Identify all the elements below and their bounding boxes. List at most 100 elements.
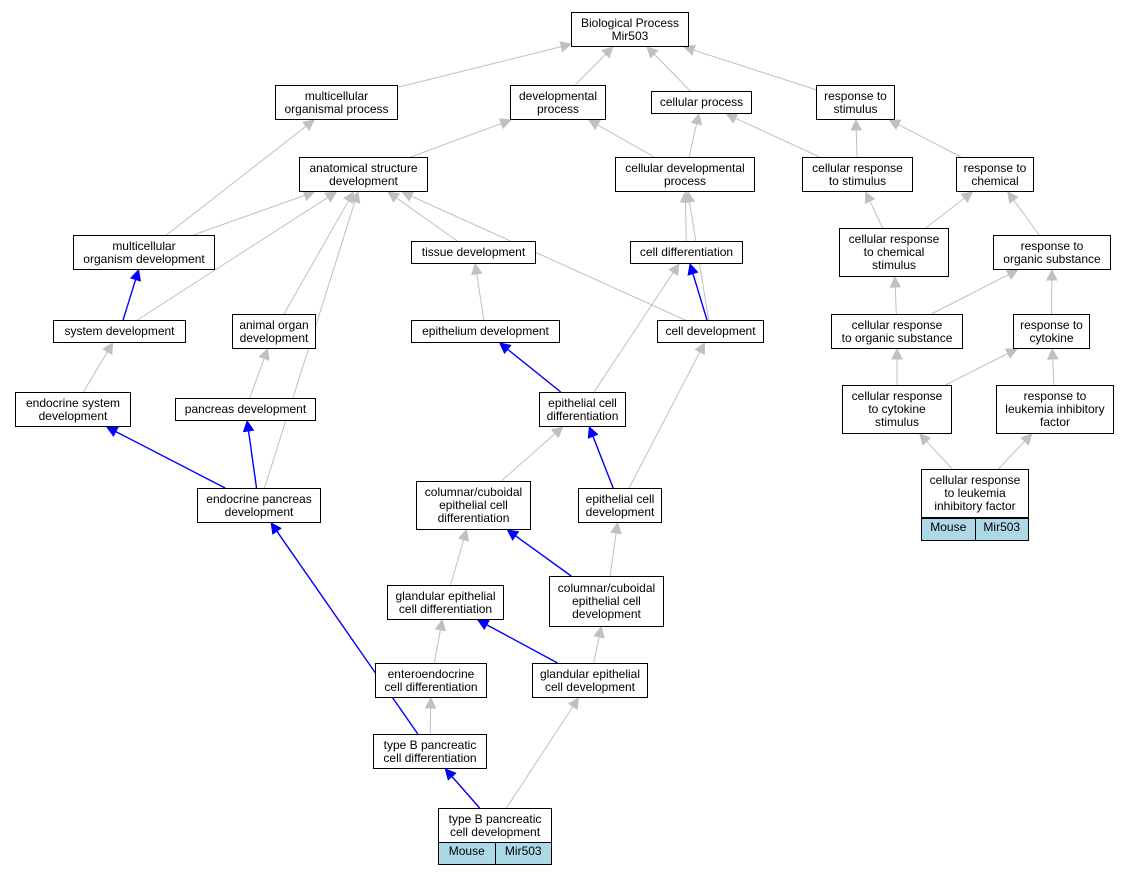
edge-esd-to-sd <box>83 342 114 393</box>
term-node-pd[interactable]: pancreas development <box>175 398 316 421</box>
edge-arrowhead <box>242 419 255 433</box>
edge-arrowhead <box>476 619 490 631</box>
term-label-line: epithelial cell <box>572 594 641 608</box>
term-label-line: response to <box>824 88 887 103</box>
term-node-td[interactable]: tissue development <box>411 241 536 264</box>
term-label-line: cell differentiation <box>383 750 477 765</box>
edge-arrowhead <box>270 522 282 535</box>
edge-line <box>997 440 1026 470</box>
edge-line <box>693 49 817 91</box>
edge-arrowhead <box>694 342 706 355</box>
edge-ecd-to-cdiff <box>593 263 680 393</box>
edge-tbpcdev-to-tbpcd <box>444 768 481 809</box>
edge-line <box>193 194 305 236</box>
edge-arrowhead <box>601 46 614 59</box>
term-label-line: response to <box>1020 317 1083 332</box>
edge-crlif-to-rtlif <box>997 433 1033 470</box>
edge-line <box>137 196 329 321</box>
edge-arrowhead <box>129 268 142 282</box>
edge-arrowhead <box>258 347 270 361</box>
term-label-line: cellular response <box>851 389 943 403</box>
edge-asd-to-dp <box>410 118 512 158</box>
edge-line <box>894 286 897 315</box>
edge-gecdev-to-gecd <box>476 619 558 664</box>
edge-arrowhead <box>1004 348 1018 359</box>
term-label-line: to chemical <box>863 245 925 259</box>
term-label-line: epithelial cell <box>548 395 617 410</box>
edge-arrowhead <box>498 118 512 130</box>
edge-ccecdev-to-ecdev <box>609 521 622 577</box>
term-label-line: glandular epithelial <box>539 666 641 681</box>
term-label-line: factor <box>1039 415 1070 429</box>
term-label-line: tissue development <box>421 245 526 259</box>
edge-line <box>926 440 953 470</box>
term-label-line: columnar/cuboidal <box>424 485 523 499</box>
term-node-cdev[interactable]: cell development <box>657 320 764 343</box>
edge-line <box>276 530 419 735</box>
term-label-line: cell differentiation <box>398 601 493 616</box>
edge-td-to-asd <box>387 191 458 242</box>
term-node-cp[interactable]: cellular process <box>651 91 752 114</box>
term-label-line: chemical <box>971 173 1019 188</box>
edge-crcyt-to-crtos <box>891 347 903 385</box>
term-node-sd[interactable]: system development <box>53 320 186 343</box>
edge-line <box>592 436 614 489</box>
term-label-line: development <box>572 607 641 621</box>
edge-tbpcd-to-epd <box>270 522 419 735</box>
edge-gecdev-to-ccecdev <box>593 625 605 664</box>
edge-crcs-to-crs <box>864 190 883 229</box>
term-node-ed[interactable]: epithelium development <box>411 320 560 343</box>
edge-crs-to-rts <box>850 118 863 158</box>
term-label: epithelium development <box>422 325 549 338</box>
edge-line <box>574 53 607 86</box>
edge-epd-to-esd <box>105 426 226 489</box>
term-label-line: epithelial cell <box>439 498 508 512</box>
edge-line <box>685 201 687 242</box>
edge-arrowhead <box>302 119 315 132</box>
term-node-cdiff[interactable]: cell differentiation <box>630 241 743 264</box>
edge-line <box>931 274 1009 315</box>
term-label-line: cellular process <box>659 95 744 109</box>
